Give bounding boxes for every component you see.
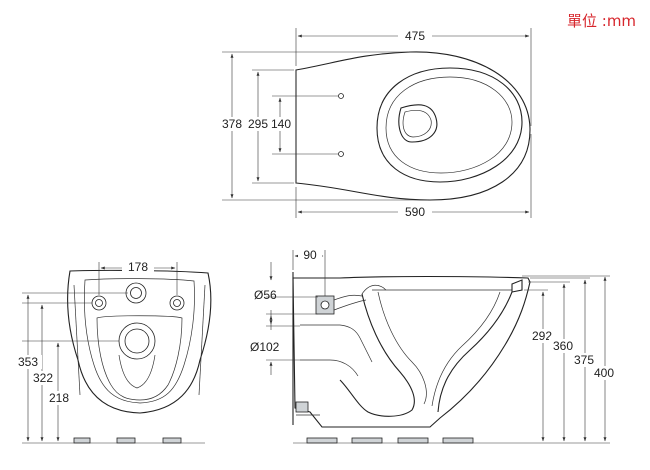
dim-292: 292 — [532, 329, 552, 343]
dim-140: 140 — [271, 117, 291, 131]
bowl-rim — [376, 67, 523, 183]
front-view-outline — [67, 269, 212, 414]
dim-295: 295 — [248, 117, 268, 131]
front-foot-2 — [116, 437, 136, 444]
side-foot-2 — [351, 437, 383, 444]
side-bowl-outer — [339, 293, 415, 417]
dim-360: 360 — [553, 339, 573, 353]
top-view-outline — [295, 51, 531, 201]
side-bowl-inner — [377, 291, 427, 405]
dim-590: 590 — [405, 205, 425, 219]
front-view: 178 353 322 218 — [14, 260, 212, 444]
dim-90: 90 — [303, 248, 317, 262]
side-foot-1 — [306, 437, 338, 444]
dim-353: 353 — [18, 355, 38, 369]
side-trapway — [300, 324, 373, 363]
side-view-outline — [292, 275, 531, 428]
top-view: 475 590 378 295 140 — [215, 28, 532, 219]
unit-label: 單位 :mm — [567, 12, 637, 30]
front-outlet-inner — [124, 328, 150, 354]
dim-322: 322 — [33, 371, 53, 385]
side-view: 90 Ø56 Ø102 292 360 375 400 — [250, 248, 618, 444]
side-foot-4 — [442, 437, 474, 444]
dim-d102: Ø102 — [250, 340, 280, 354]
bowl-inner-rim — [385, 76, 513, 174]
front-view-bowl-contour — [96, 315, 183, 401]
front-view-inner-contour — [84, 278, 195, 404]
side-foot-3 — [397, 437, 429, 444]
dim-375: 375 — [574, 353, 594, 367]
top-mounting-hole — [338, 93, 344, 99]
bowl-outlet-inner — [402, 109, 432, 138]
bottom-mounting-hole — [338, 151, 344, 157]
side-bowl-front-inner — [431, 291, 501, 407]
side-bolt-stub — [295, 401, 309, 413]
dim-475: 475 — [405, 29, 425, 43]
dim-218: 218 — [49, 391, 69, 405]
dim-378: 378 — [222, 117, 242, 131]
front-foot-1 — [73, 437, 91, 444]
dim-178: 178 — [128, 260, 148, 274]
bowl-outlet — [398, 104, 438, 143]
dim-400: 400 — [594, 366, 614, 380]
front-foot-3 — [162, 437, 182, 444]
side-bowl-front — [437, 291, 513, 413]
dim-d56: Ø56 — [254, 288, 277, 302]
